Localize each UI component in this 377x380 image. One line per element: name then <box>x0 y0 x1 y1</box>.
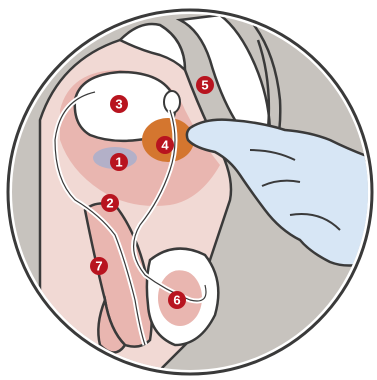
marker-6: 6 <box>168 291 186 309</box>
marker-5: 5 <box>196 76 214 94</box>
marker-1: 1 <box>110 153 128 171</box>
marker-7-label: 7 <box>95 259 102 274</box>
marker-3: 3 <box>110 95 128 113</box>
marker-4: 4 <box>156 136 174 154</box>
marker-5-label: 5 <box>201 78 208 93</box>
marker-2: 2 <box>101 194 119 212</box>
marker-1-label: 1 <box>115 155 122 170</box>
marker-7: 7 <box>90 257 108 275</box>
marker-2-label: 2 <box>106 196 113 211</box>
marker-4-label: 4 <box>161 138 169 153</box>
marker-6-label: 6 <box>173 293 180 308</box>
marker-3-label: 3 <box>115 97 122 112</box>
